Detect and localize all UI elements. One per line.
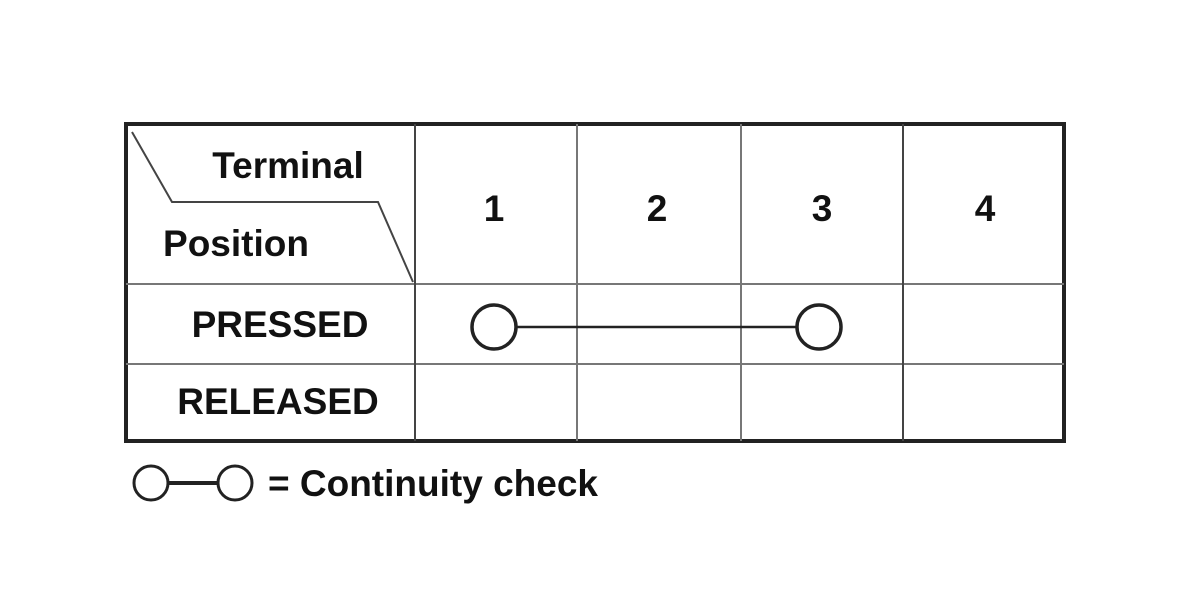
table-border — [124, 122, 1066, 443]
terminal-header-4: 4 — [975, 188, 996, 229]
terminal-header-2: 2 — [647, 188, 668, 229]
legend-node-right — [216, 464, 254, 502]
corner-position-label: Position — [163, 223, 309, 264]
corner-terminal-label: Terminal — [212, 145, 363, 186]
position-label-released: RELEASED — [177, 381, 378, 422]
legend-node-left — [132, 464, 170, 502]
continuity-node-terminal-1 — [470, 303, 518, 351]
terminal-header-3: 3 — [812, 188, 833, 229]
terminal-header-1: 1 — [484, 188, 505, 229]
position-label-pressed: PRESSED — [192, 304, 369, 345]
legend-text: = Continuity check — [268, 463, 598, 504]
corner-header-divider — [131, 131, 414, 283]
continuity-node-terminal-3 — [795, 303, 843, 351]
